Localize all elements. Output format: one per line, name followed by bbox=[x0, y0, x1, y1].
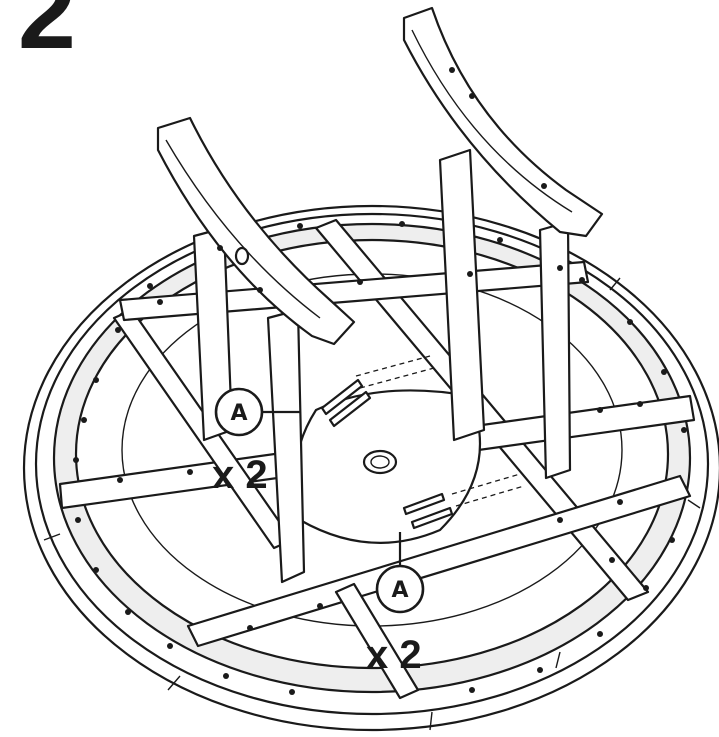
insertion-guides bbox=[355, 355, 525, 507]
leg-right bbox=[402, 6, 604, 480]
part-marker-icon bbox=[214, 387, 264, 437]
screw-holes bbox=[73, 221, 687, 695]
callout-quantity: x 2 bbox=[366, 633, 422, 677]
bolt-icon bbox=[320, 378, 454, 530]
callout-quantity: x 2 bbox=[212, 453, 268, 497]
callout-letter: A bbox=[391, 578, 408, 603]
step-number: 2 bbox=[18, 0, 76, 71]
callout-letter: A bbox=[230, 401, 247, 426]
leg-left bbox=[156, 116, 356, 584]
part-marker-icon bbox=[375, 564, 425, 614]
callout-a-upper: A x 2 bbox=[212, 387, 300, 497]
callout-a-lower: A x 2 bbox=[366, 532, 425, 677]
